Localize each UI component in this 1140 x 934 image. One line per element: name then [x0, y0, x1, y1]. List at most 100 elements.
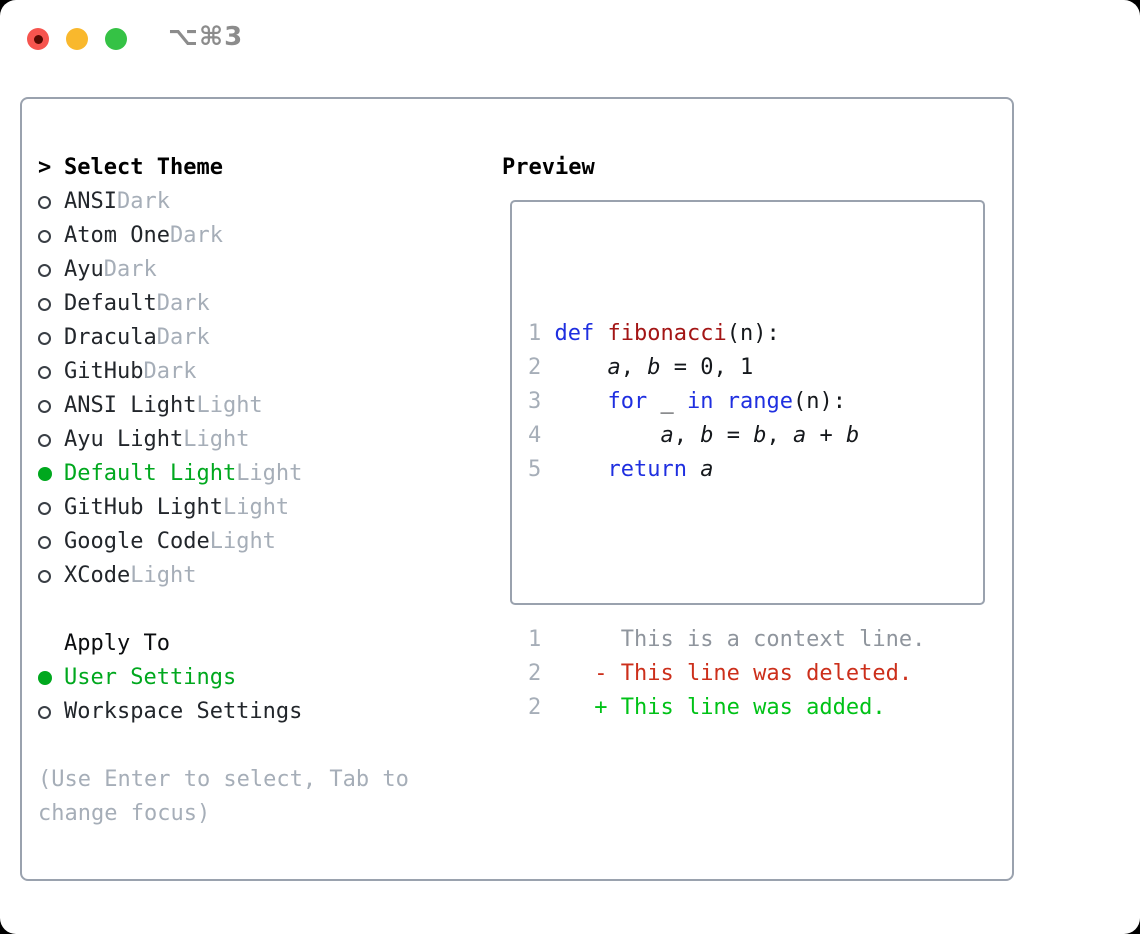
radio-icon	[38, 297, 51, 311]
theme-variant-label: Dark	[143, 359, 197, 384]
maximize-button[interactable]	[105, 28, 127, 50]
theme-menu-title: Select Theme	[64, 155, 223, 180]
spacer	[38, 729, 409, 763]
diff-block: 1 This is a context line.2 - This line w…	[528, 623, 925, 725]
line-number: 2	[528, 695, 542, 720]
theme-variant-label: Dark	[116, 189, 170, 214]
radio-marker	[38, 229, 64, 243]
line-number: 1	[528, 321, 542, 346]
theme-option-label: GitHub	[64, 359, 144, 384]
theme-option-xcode[interactable]: XCode Light	[38, 559, 409, 593]
radio-icon	[38, 705, 51, 719]
theme-option-github-light[interactable]: GitHub Light Light	[38, 491, 409, 525]
close-button[interactable]	[27, 28, 49, 50]
theme-option-github[interactable]: GitHub Dark	[38, 355, 409, 389]
apply-option-workspace-settings[interactable]: Workspace Settings	[38, 695, 409, 729]
theme-option-ansi-light[interactable]: ANSI Light Light	[38, 389, 409, 423]
theme-option-label: ANSI Light	[64, 393, 197, 418]
theme-option-label: GitHub Light	[64, 495, 223, 520]
theme-option-default-light[interactable]: Default Light Light	[38, 457, 409, 491]
line-number: 3	[528, 389, 542, 414]
cursor-prompt: >	[38, 155, 52, 180]
radio-marker	[38, 671, 64, 685]
diff-text: This is a context line.	[541, 627, 926, 652]
theme-variant-label: Dark	[103, 257, 157, 282]
theme-variant-label: Light	[196, 393, 263, 418]
radio-icon	[38, 433, 51, 447]
radio-marker	[38, 705, 64, 719]
code-line: 2 a, b = 0, 1	[528, 355, 754, 380]
radio-icon	[38, 501, 51, 515]
radio-marker	[38, 331, 64, 345]
theme-option-label: Default Light	[64, 461, 237, 486]
apply-option-label: User Settings	[64, 665, 237, 690]
theme-variant-label: Light	[236, 461, 303, 486]
theme-option-label: ANSI	[64, 189, 117, 214]
radio-marker	[38, 263, 64, 277]
diff-line-added: 2 + This line was added.	[528, 691, 925, 725]
select-theme-header: > Select Theme	[38, 151, 409, 185]
radio-icon	[38, 263, 51, 277]
apply-option-user-settings[interactable]: User Settings	[38, 661, 409, 695]
theme-variant-label: Dark	[169, 223, 223, 248]
theme-option-dracula[interactable]: Dracula Dark	[38, 321, 409, 355]
keyboard-hint: (Use Enter to select, Tab to change focus…	[38, 763, 409, 831]
unsaved-changes-dot-icon	[33, 34, 43, 44]
radio-icon	[38, 195, 51, 209]
radio-selected-icon	[38, 671, 52, 685]
theme-option-label: Default	[64, 291, 157, 316]
apply-option-label: Workspace Settings	[64, 699, 303, 724]
theme-option-ayu-light[interactable]: Ayu Light Light	[38, 423, 409, 457]
theme-option-atom-one[interactable]: Atom One Dark	[38, 219, 409, 253]
theme-option-default[interactable]: Default Dark	[38, 287, 409, 321]
radio-icon	[38, 365, 51, 379]
radio-marker	[38, 569, 64, 583]
spacer	[38, 593, 409, 627]
radio-icon	[38, 229, 51, 243]
line-number: 5	[528, 457, 542, 482]
radio-icon	[38, 399, 51, 413]
theme-option-label: XCode	[64, 563, 131, 588]
radio-marker	[38, 195, 64, 209]
minimize-button[interactable]	[66, 28, 88, 50]
diff-line-deleted: 2 - This line was deleted.	[528, 657, 925, 691]
theme-option-ayu[interactable]: Ayu Dark	[38, 253, 409, 287]
diff-text: + This line was added.	[541, 695, 886, 720]
code-line: 5 return a	[528, 457, 714, 482]
radio-marker	[38, 501, 64, 515]
titlebar: ⌥⌘3	[0, 0, 1140, 78]
radio-marker	[38, 535, 64, 549]
apply-to-header: Apply To	[38, 627, 409, 661]
code-line: 1 def fibonacci(n):	[528, 321, 780, 346]
theme-option-ansi[interactable]: ANSI Dark	[38, 185, 409, 219]
theme-option-google-code[interactable]: Google Code Light	[38, 525, 409, 559]
keyboard-hint-line: (Use Enter to select, Tab to	[38, 767, 409, 792]
apply-to-title: Apply To	[64, 631, 170, 656]
radio-selected-icon	[38, 467, 52, 481]
theme-option-label: Atom One	[64, 223, 170, 248]
diff-text: - This line was deleted.	[541, 661, 913, 686]
theme-option-label: Dracula	[64, 325, 157, 350]
line-number: 2	[528, 355, 542, 380]
diff-line-context: 1 This is a context line.	[528, 623, 925, 657]
keyboard-hint-line: change focus)	[38, 801, 211, 826]
line-number: 2	[528, 661, 542, 686]
theme-variant-label: Light	[183, 427, 250, 452]
radio-icon	[38, 569, 51, 583]
radio-marker	[38, 297, 64, 311]
theme-variant-label: Light	[130, 563, 197, 588]
theme-option-label: Google Code	[64, 529, 210, 554]
theme-option-label: Ayu Light	[64, 427, 184, 452]
theme-variant-label: Dark	[156, 325, 210, 350]
code-line: 4 a, b = b, a + b	[528, 423, 860, 448]
line-number: 1	[528, 627, 542, 652]
traffic-lights	[27, 28, 127, 50]
theme-variant-label: Light	[222, 495, 290, 520]
